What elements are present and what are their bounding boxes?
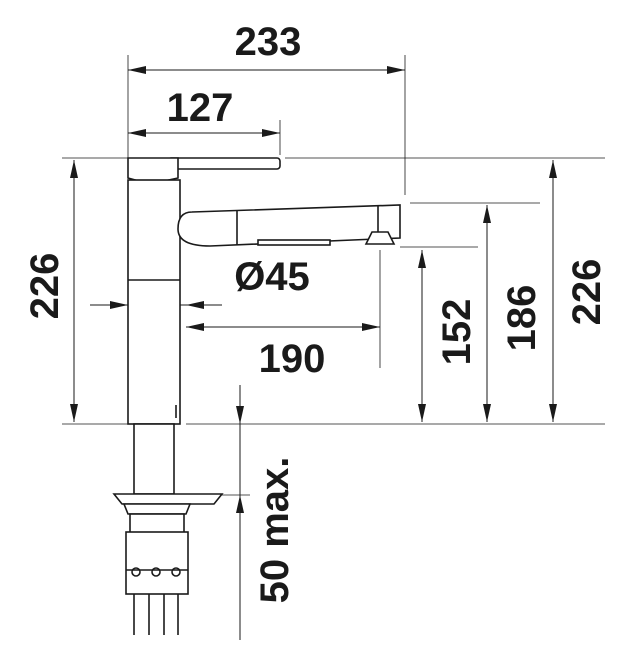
label-226-left: 226	[23, 253, 67, 320]
dim-127: 127	[128, 86, 280, 137]
label-diameter: Ø45	[234, 255, 310, 299]
label-152: 152	[435, 299, 479, 366]
dim-190: 190	[186, 323, 380, 381]
label-226-right: 226	[565, 259, 609, 326]
dim-226-right: 226	[549, 160, 609, 422]
mounting-nut	[122, 503, 192, 515]
label-186: 186	[500, 285, 544, 352]
faucet-body	[112, 157, 401, 635]
dim-226-left: 226	[23, 160, 78, 422]
dim-233: 233	[128, 20, 405, 74]
mounting-plate	[112, 493, 224, 505]
shank	[133, 423, 175, 495]
dim-diameter: Ø45	[90, 255, 310, 309]
dim-50-max: 50 max.	[236, 385, 297, 640]
label-190: 190	[259, 337, 326, 381]
label-233: 233	[235, 20, 302, 64]
label-127: 127	[167, 86, 234, 130]
dim-152: 152	[418, 250, 479, 422]
spout-strip	[257, 239, 331, 246]
connector-block	[125, 531, 189, 595]
spout-outlet	[364, 231, 396, 245]
faucet-column	[127, 179, 181, 425]
dim-186: 186	[483, 205, 544, 422]
spout	[177, 204, 401, 247]
label-50-max: 50 max.	[253, 457, 297, 604]
extension-lines	[62, 55, 605, 496]
lever-handle	[167, 157, 281, 170]
